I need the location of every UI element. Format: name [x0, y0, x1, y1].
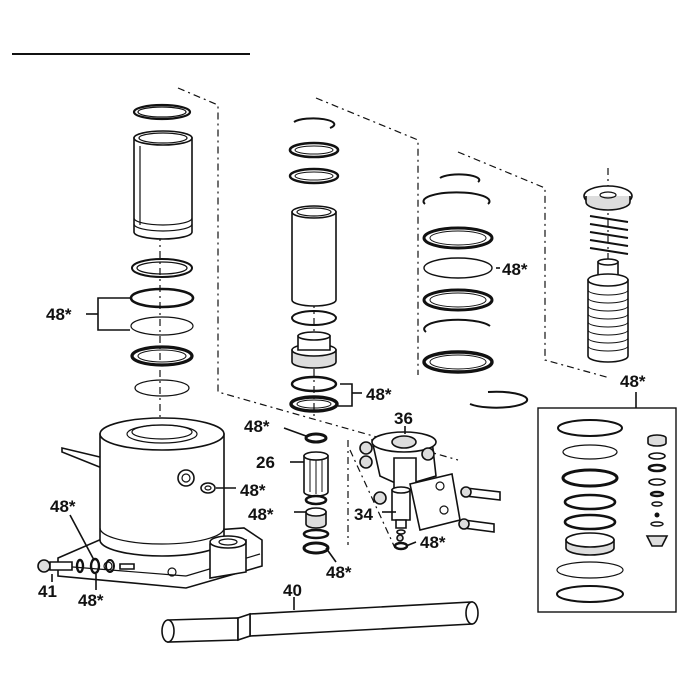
filler-plug [200, 482, 216, 494]
label-pump-body: 36 [394, 409, 413, 428]
label-seal-kit: 48* [50, 497, 76, 516]
label-release-valve: 34 [354, 505, 373, 524]
label-seal-kit: 48* [420, 533, 446, 552]
label-seal-kit: 48* [46, 305, 72, 324]
label-seal-kit: 48* [244, 417, 270, 436]
leader-lines [51, 267, 500, 610]
release-valve-assembly [391, 486, 411, 551]
handle-bar [161, 601, 479, 643]
label-seal-kit: 48* [366, 385, 392, 404]
label-seal-kit: 48* [78, 591, 104, 610]
label-seal-kit: 48* [248, 505, 274, 524]
label-seal-kit: 48* [620, 372, 646, 391]
label-seal-kit: 48* [502, 260, 528, 279]
label-seal-kit: 48* [326, 563, 352, 582]
middle-ring-stack [422, 173, 529, 409]
jack-base-body [57, 417, 263, 589]
seal-kit-box [537, 392, 677, 613]
pump-body-assembly [359, 431, 501, 533]
label-handle: 40 [283, 581, 302, 600]
label-screw: 41 [38, 582, 57, 601]
release-screw [37, 557, 135, 575]
pump-piston-assembly [302, 432, 330, 555]
label-seal-kit: 48* [240, 481, 266, 500]
label-pump-piston: 26 [256, 453, 275, 472]
top-screw-assembly [583, 185, 633, 363]
outer-cylinder-stack [129, 103, 195, 397]
inner-ram-stack [288, 117, 340, 413]
